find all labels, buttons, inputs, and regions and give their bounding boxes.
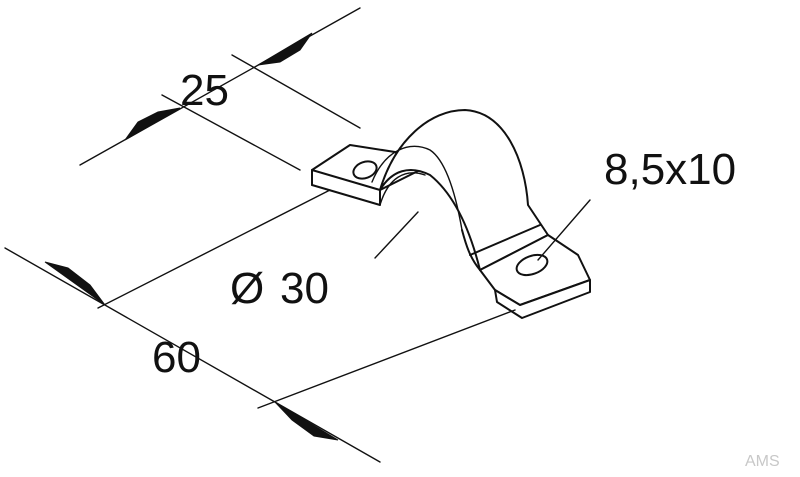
clamp-arch bbox=[379, 109, 549, 271]
extension-line bbox=[257, 309, 516, 409]
arch-inner-rim-2 bbox=[379, 172, 426, 206]
length-dimension: 60 bbox=[4, 189, 516, 463]
hole-label: 8,5x10 bbox=[604, 145, 736, 194]
right-flange-edge bbox=[494, 279, 591, 319]
leader-line bbox=[374, 211, 419, 259]
diameter-label: 30 bbox=[280, 264, 329, 313]
width-label: 25 bbox=[180, 66, 229, 115]
leader-line bbox=[537, 199, 591, 261]
arrow-head bbox=[274, 401, 339, 441]
watermark-text: AMS bbox=[745, 453, 780, 470]
extension-line bbox=[161, 94, 301, 171]
right-hole bbox=[515, 253, 549, 277]
arch-front-edge bbox=[461, 229, 481, 271]
diameter-dimension: Ø 30 bbox=[230, 211, 419, 313]
dimension-line bbox=[4, 247, 381, 463]
left-hole bbox=[352, 160, 378, 180]
length-label: 60 bbox=[152, 333, 201, 382]
extension-line bbox=[231, 54, 361, 129]
arch-band-edge bbox=[469, 224, 541, 256]
extension-line bbox=[97, 189, 331, 309]
width-dimension: 25 bbox=[79, 7, 361, 171]
arch-inner-rim bbox=[371, 145, 463, 231]
arrow-head bbox=[124, 107, 181, 141]
diameter-symbol: Ø bbox=[230, 264, 264, 313]
arrow-head bbox=[44, 261, 106, 306]
pipe-clamp-part bbox=[311, 109, 591, 319]
hole-dimension: 8,5x10 bbox=[537, 145, 736, 261]
arrow-head bbox=[257, 32, 313, 66]
